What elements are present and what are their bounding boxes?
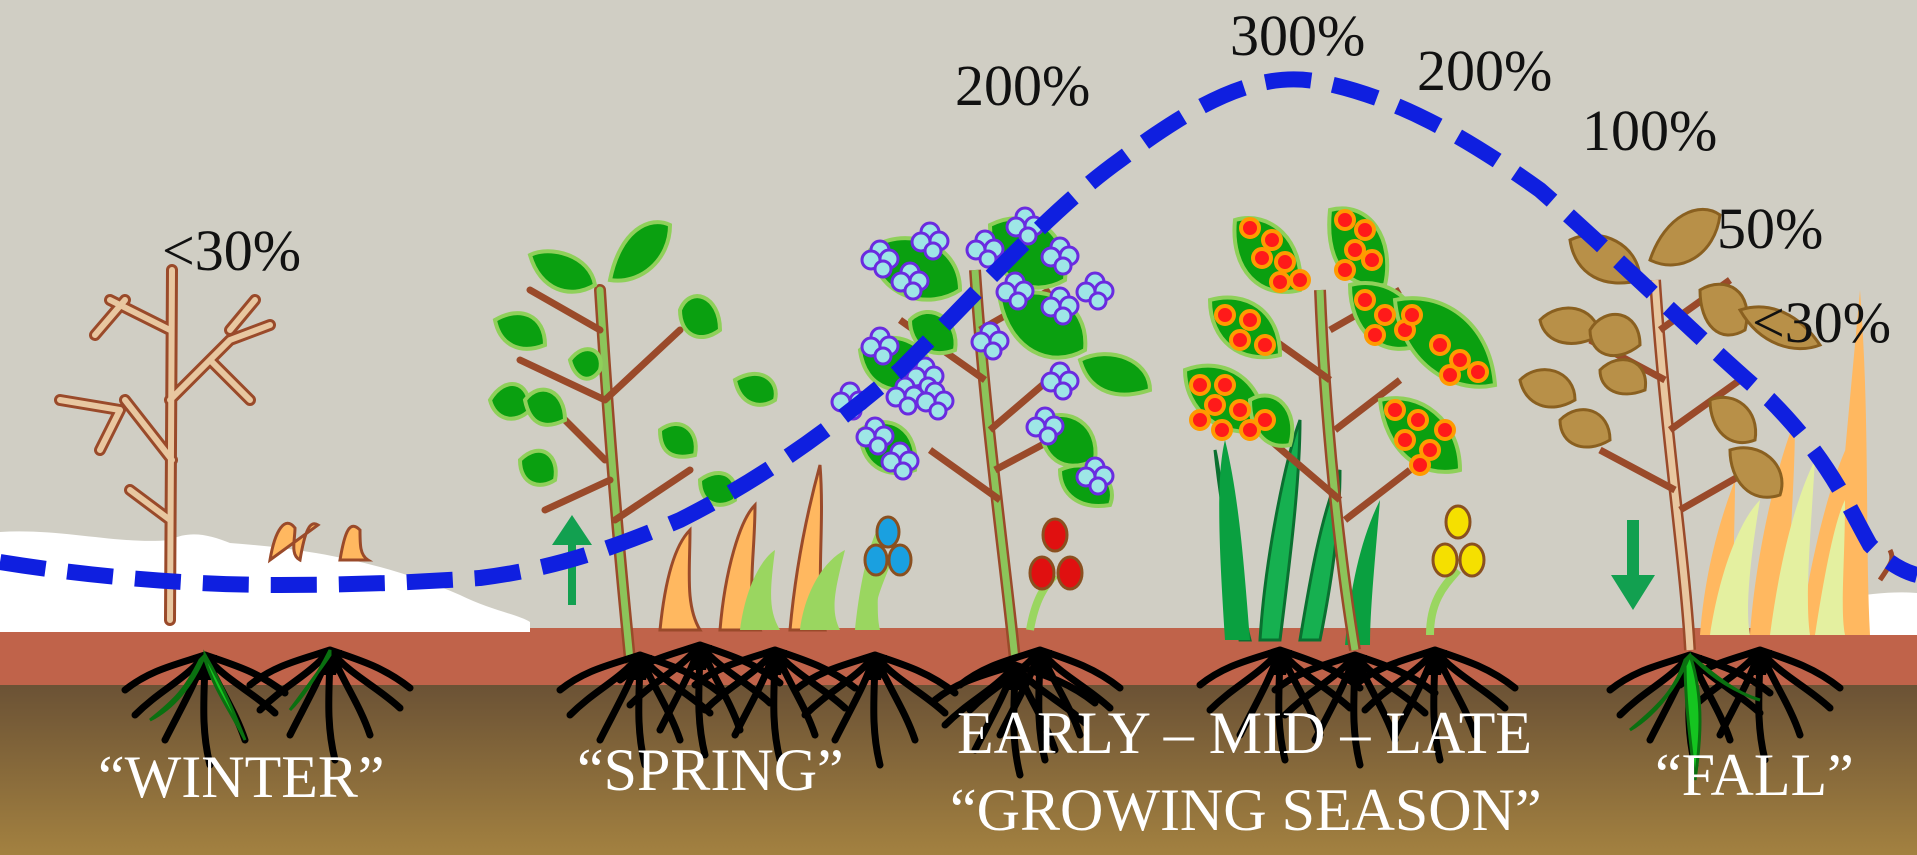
percent-label-early: 200% (955, 53, 1090, 118)
season-label-growing-line1: EARLY – MID – LATE (957, 700, 1532, 766)
percent-label-fall-1: 100% (1582, 98, 1717, 163)
percent-label-fall-3: <30% (1752, 290, 1891, 355)
season-label-fall: “FALL” (1655, 742, 1854, 808)
percent-label-fall-2: 50% (1717, 196, 1823, 261)
percent-label-peak: 300% (1230, 3, 1365, 68)
season-label-growing-line2: “GROWING SEASON” (950, 777, 1542, 843)
percent-label-winter: <30% (162, 218, 301, 283)
season-label-winter: “WINTER” (98, 744, 385, 810)
season-label-spring: “SPRING” (577, 737, 844, 803)
percent-label-late: 200% (1417, 38, 1552, 103)
